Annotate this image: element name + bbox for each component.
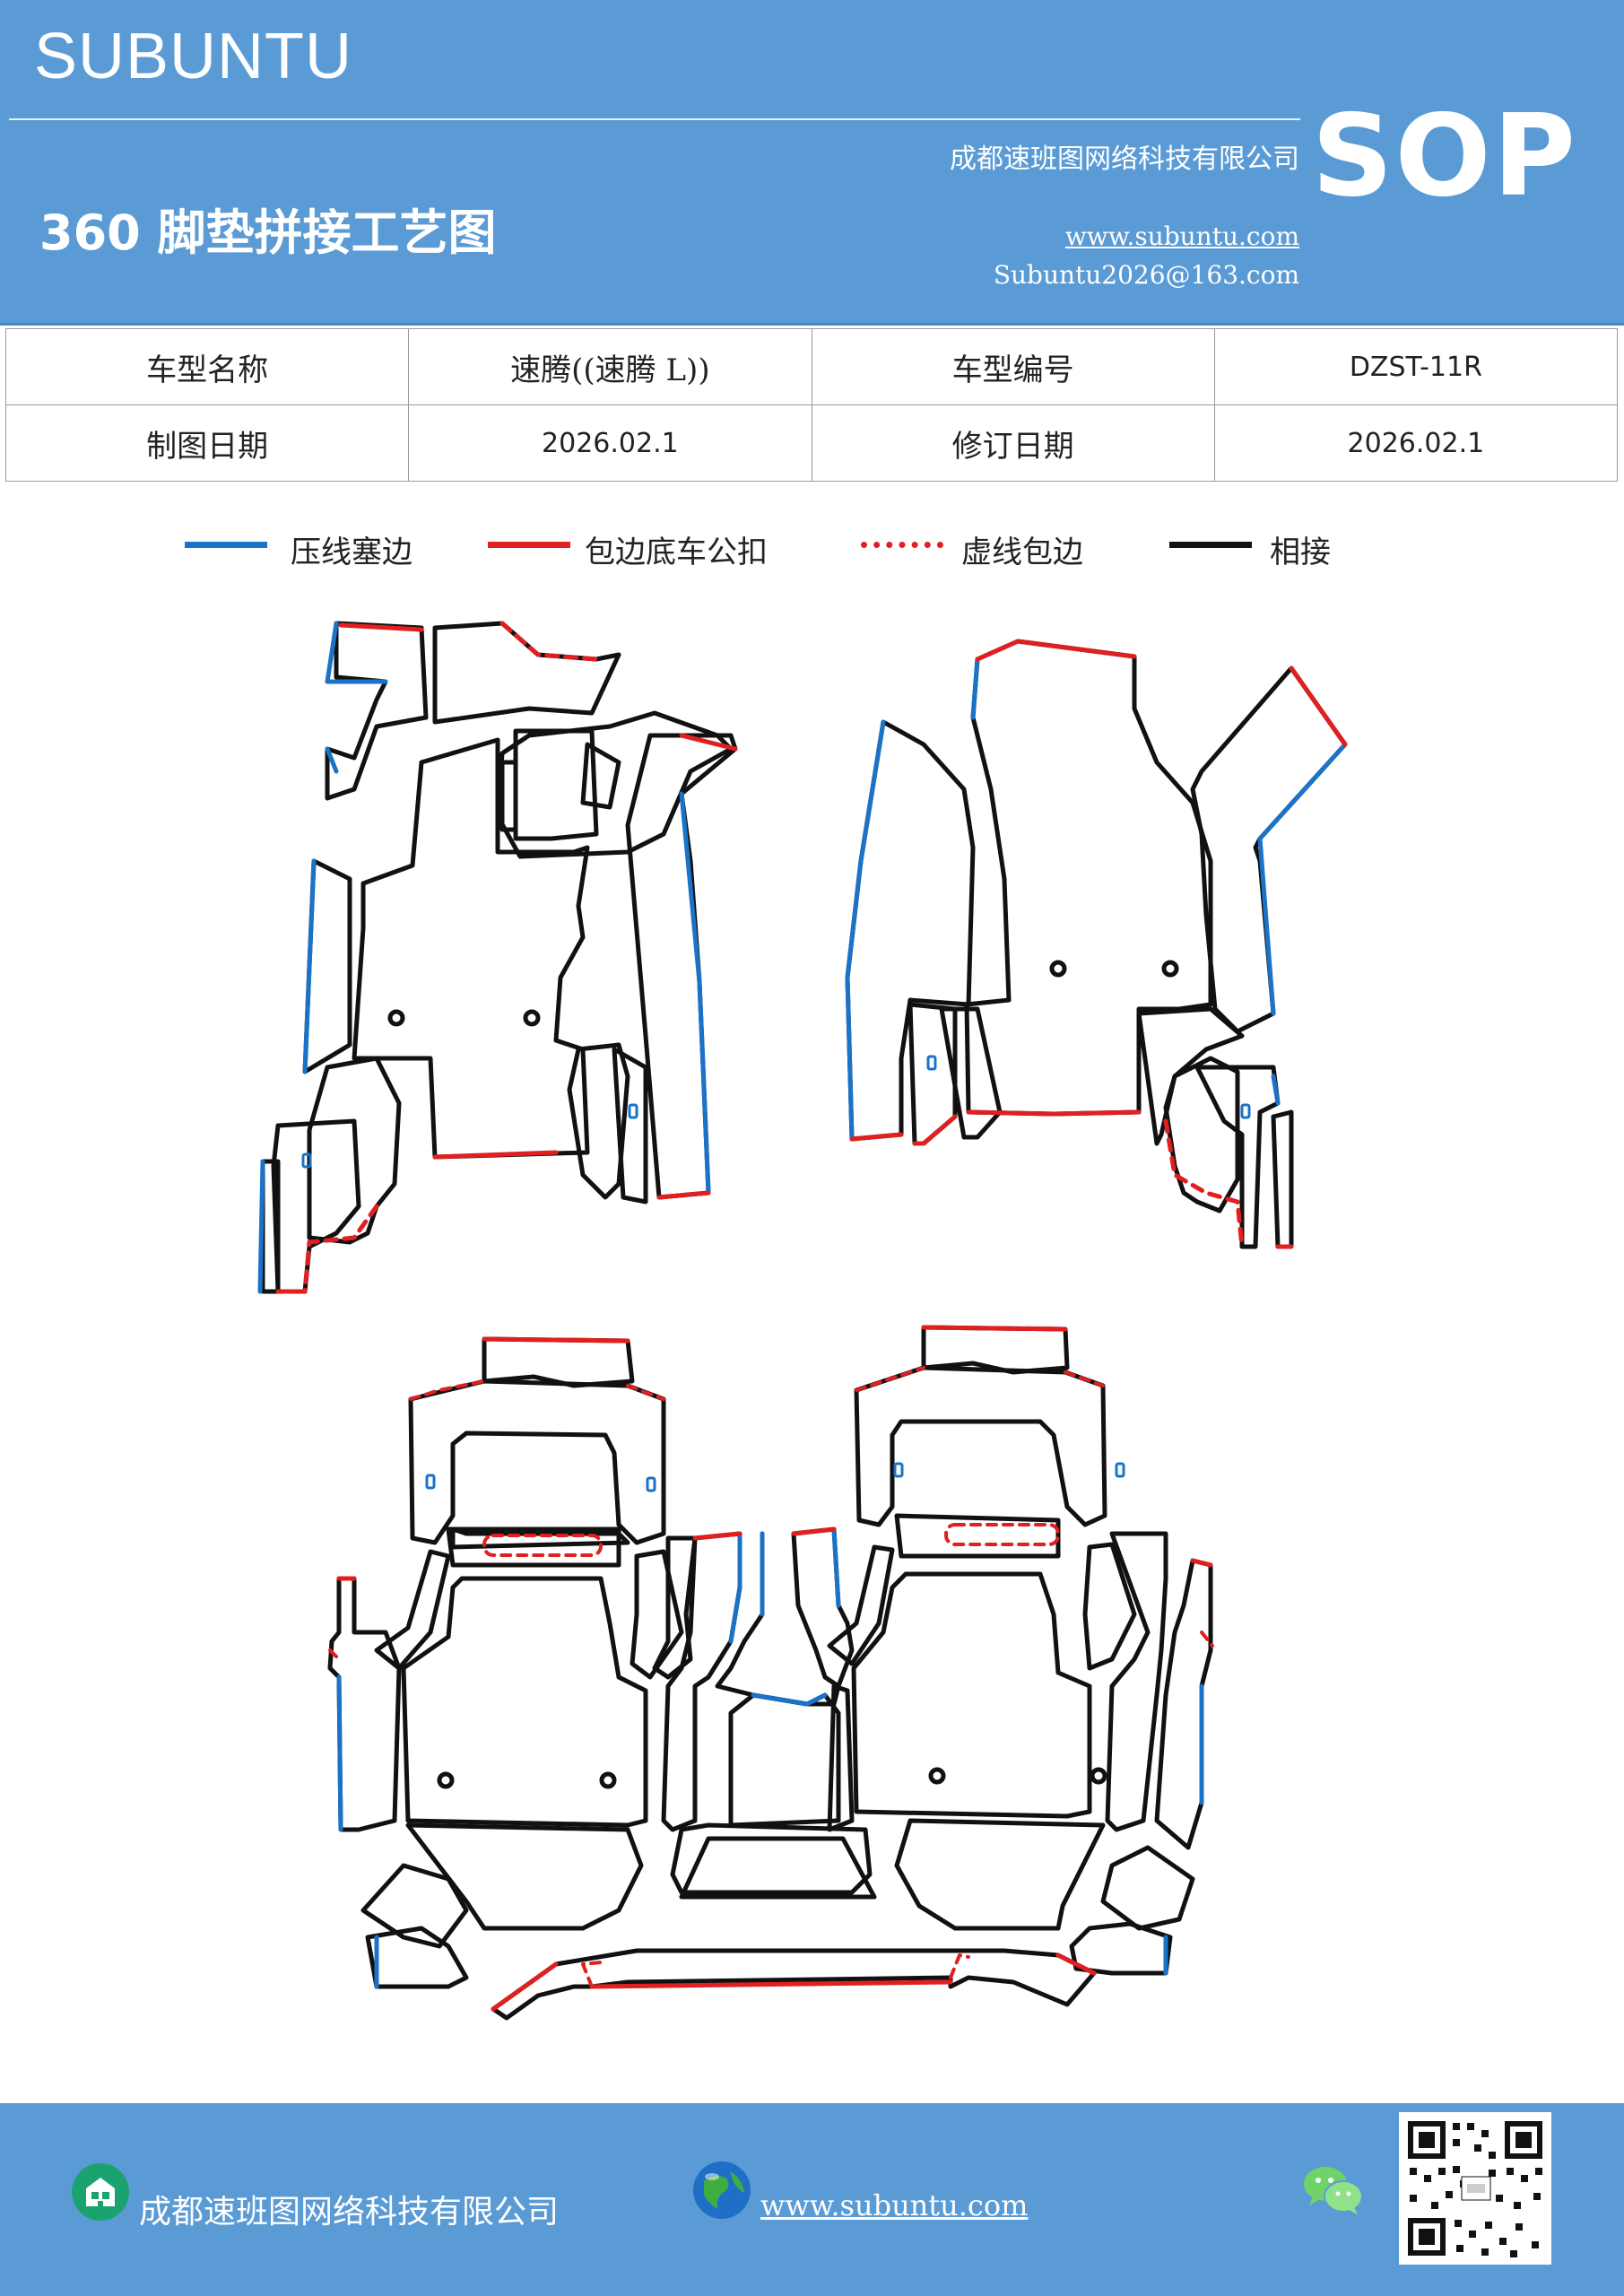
table-cell: 速腾((速腾 L)) [408,328,812,405]
legend-label: 相接 [1270,535,1331,570]
legend-label: 包边底车公扣 [585,535,768,570]
table-cell: 制图日期 [4,404,410,482]
table-cell: 2026.02.1 [1213,404,1619,482]
header-divider [9,118,1300,120]
rear-press-lines [336,1526,1204,1989]
legend-label: 虚线包边 [961,535,1083,570]
rear-clips [425,1462,1125,1492]
brand-name: SUBUNTU [34,21,353,92]
front-right-dashed-edges [1163,1118,1245,1249]
qr-code [1399,2112,1551,2265]
table-row: 车型名称 速腾((速腾 L)) 车型编号 DZST-11R [4,328,1619,405]
legend-swatch [488,542,570,548]
website-link[interactable]: www.subuntu.com [1064,222,1299,251]
globe-icon [693,2161,751,2219]
wechat-icon[interactable] [1302,2162,1365,2218]
vehicle-info-table: 车型名称 速腾((速腾 L)) 车型编号 DZST-11R 制图日期 2026.… [4,328,1619,482]
mat-layout-diagram [257,621,1348,2021]
front-left-mat [260,621,738,1294]
footer-website-link[interactable]: www.subuntu.com [760,2188,1029,2222]
front-left-clips [301,1103,638,1169]
footer-banner: 成都速班图网络科技有限公司 www.subuntu.com [0,2103,1624,2296]
table-cell: DZST-11R [1213,328,1619,405]
company-name: 成都速班图网络科技有限公司 [950,144,1299,175]
email-address: Subuntu2026@163.com [993,260,1299,290]
legend-swatch [1169,542,1252,548]
sop-badge: SOP [1311,90,1577,222]
rear-mat [327,1325,1213,2021]
table-cell: 修订日期 [811,404,1215,482]
rear-red-edges [336,1325,1213,2012]
table-cell: 车型编号 [811,328,1215,405]
legend-swatch [861,542,943,548]
front-left-red-edges [275,622,738,1294]
table-cell: 2026.02.1 [408,404,812,482]
front-left-dashed-edges [302,621,599,1294]
line-legend: 压线塞边 包边底车公扣 虚线包边 相接 [0,524,1624,578]
rear-dashed-edges [328,1366,1214,1988]
legend-label: 压线塞边 [291,535,413,570]
legend-swatch [185,542,267,548]
front-right-red-edges [849,639,1348,1249]
front-left-press-lines [257,621,711,1294]
front-right-press-lines [845,657,1348,1142]
page-title: 360 脚垫拼接工艺图 [39,204,497,261]
building-icon [72,2163,129,2221]
table-cell: 车型名称 [4,328,410,405]
front-right-clips [926,1055,1251,1119]
table-row: 制图日期 2026.02.1 修订日期 2026.02.1 [4,404,1619,482]
footer-company-name: 成都速班图网络科技有限公司 [139,2194,560,2231]
header-banner: SUBUNTU 成都速班图网络科技有限公司 360 脚垫拼接工艺图 www.su… [0,0,1624,326]
front-right-mat [845,639,1348,1249]
